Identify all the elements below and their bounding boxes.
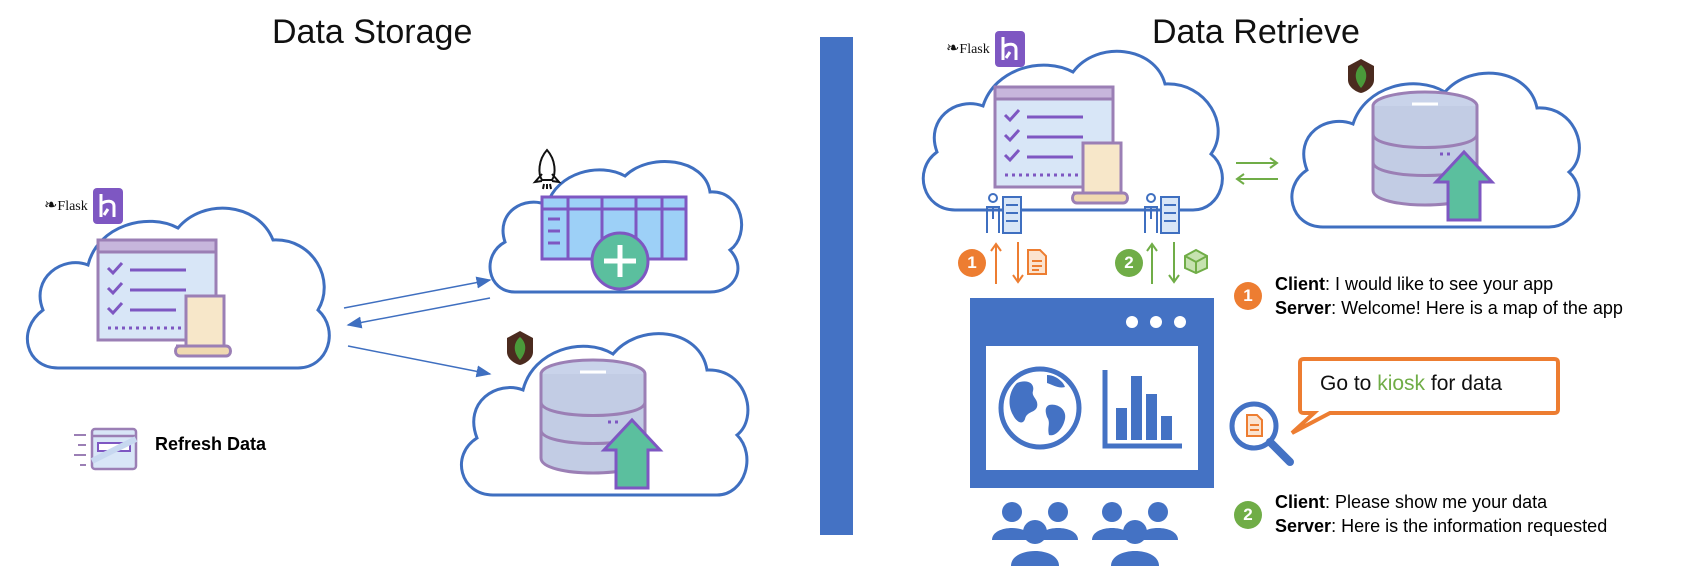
storage-arrows	[343, 276, 492, 378]
exchange-arrows	[1235, 157, 1279, 185]
flask-label-right: Flask	[959, 42, 990, 57]
mongodb-leaf-icon	[507, 331, 533, 365]
step1-server-line: Server: Welcome! Here is a map of the ap…	[1275, 296, 1623, 320]
section-divider	[820, 37, 853, 535]
step2-arrows	[1146, 242, 1180, 284]
step2-server-label: Server	[1275, 516, 1332, 536]
step2-client-label: Client	[1275, 492, 1326, 512]
heroku-icon	[93, 188, 123, 224]
data-retrieve-title: Data Retrieve	[1152, 13, 1360, 51]
server-icon-2	[1144, 193, 1180, 234]
step1-client-text: : I would like to see your app	[1325, 274, 1554, 294]
rocket-icon	[532, 148, 562, 190]
step2-client-text: : Please show me your data	[1325, 492, 1548, 512]
step1-client-line: Client: I would like to see your app	[1275, 272, 1553, 296]
flask-label: Flask	[57, 199, 88, 214]
bubble-highlight: kiosk	[1377, 372, 1426, 395]
flask-icon-right: ❧Flask	[946, 40, 990, 57]
magnify-document-icon	[1229, 401, 1294, 466]
database-upload-icon-right	[1371, 90, 1496, 222]
step2-client-line: Client: Please show me your data	[1275, 490, 1547, 514]
step2-badge-top: 2	[1115, 249, 1143, 277]
bubble-prefix: Go to	[1320, 372, 1378, 395]
data-storage-title: Data Storage	[272, 13, 473, 51]
step1-client-label: Client	[1275, 274, 1326, 294]
speech-bubble	[1290, 357, 1560, 435]
table-add-icon	[540, 195, 688, 291]
database-upload-icon	[539, 358, 664, 490]
refresh-data-icon	[74, 427, 138, 471]
app-window-icon	[96, 238, 232, 358]
step1-server-text: : Welcome! Here is a map of the app	[1331, 298, 1623, 318]
mongodb-leaf-icon-right	[1348, 59, 1374, 93]
heroku-icon-right	[995, 31, 1025, 67]
globe-icon	[998, 366, 1082, 450]
server-icon	[986, 193, 1022, 234]
speech-bubble-text: Go to kiosk for data	[1320, 372, 1502, 396]
package-icon	[1184, 248, 1208, 275]
step2-server-line: Server: Here is the information requeste…	[1275, 514, 1607, 538]
bar-chart-icon	[1102, 370, 1182, 449]
web-app-window-icon	[970, 298, 1214, 488]
app-window-icon-right	[993, 85, 1129, 205]
document-icon	[1027, 249, 1047, 275]
step1-arrows	[990, 242, 1024, 284]
step1-badge: 1	[1234, 282, 1262, 310]
step2-badge: 2	[1234, 501, 1262, 529]
step1-badge-top: 1	[958, 249, 986, 277]
step2-server-text: : Here is the information requested	[1331, 516, 1608, 536]
step1-server-label: Server	[1275, 298, 1332, 318]
refresh-data-label: Refresh Data	[155, 434, 267, 454]
users-icon	[992, 502, 1178, 566]
bubble-suffix: for data	[1425, 372, 1503, 395]
flask-icon: ❧Flask	[44, 197, 88, 214]
